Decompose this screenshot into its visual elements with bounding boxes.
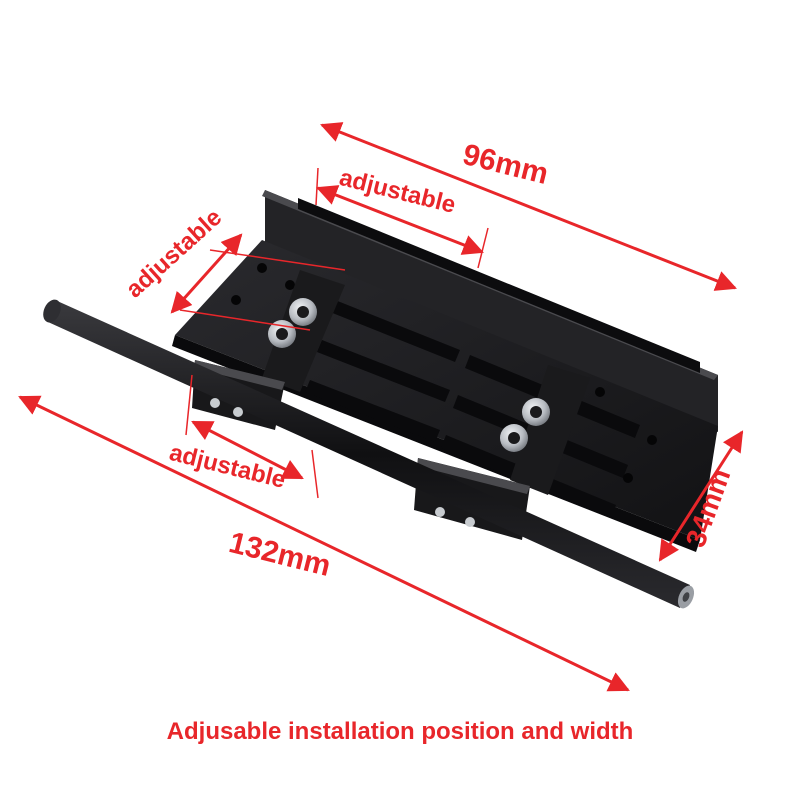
dimension-lines [18,122,744,692]
caption: Adjusable installation position and widt… [166,718,634,745]
